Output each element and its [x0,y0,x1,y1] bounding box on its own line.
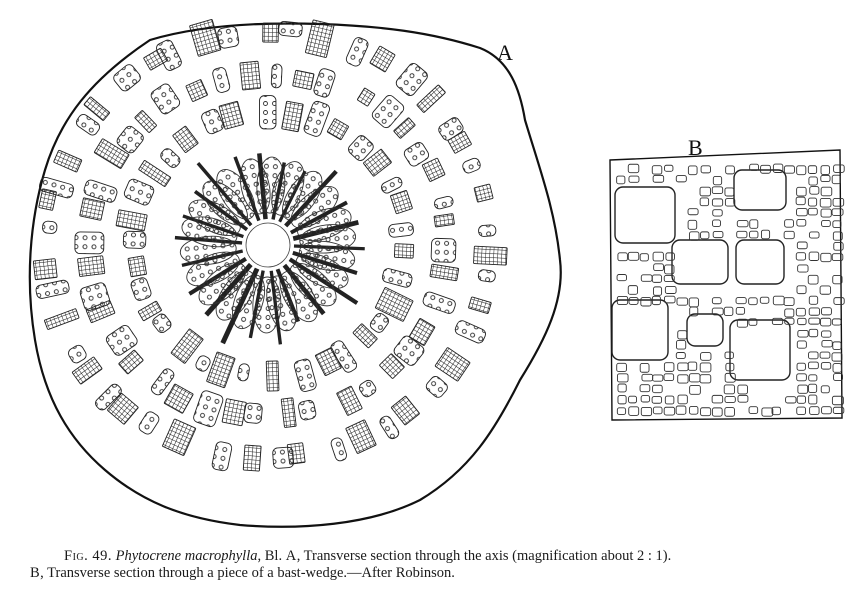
figure: A B [28,19,845,528]
bast-ring [32,19,508,472]
figure-number: Fig. 49. [64,548,112,564]
pith [245,222,291,268]
bast-tissue [609,149,845,421]
figure-caption: Fig. 49. Phytocrene macrophylla, Bl. A, … [30,548,830,582]
part-a-description: , Transverse section through the axis (m… [296,548,672,564]
species-name: Phytocrene macrophylla [115,548,258,564]
part-a-letter: A [285,548,297,564]
part-b-letter: B [30,565,41,581]
figure-illustration [28,19,845,528]
species-authority: , Bl. [257,548,283,564]
panel-label-a: A [497,40,513,65]
stem-outline [28,22,562,528]
medullary-rays [174,153,365,345]
part-b-description: , Transverse section through a piece of … [40,565,455,581]
panel-label-b: B [688,135,703,160]
